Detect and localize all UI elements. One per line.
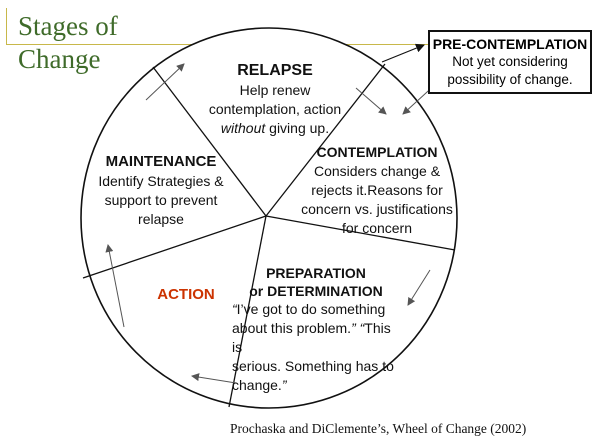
title-accent-vertical: [6, 8, 7, 44]
divider-relapse-maintenance: [152, 66, 267, 217]
preparation-quote-open: “: [232, 301, 237, 317]
citation: Prochaska and DiClemente’s, Wheel of Cha…: [230, 421, 527, 436]
precontemplation-box: PRE-CONTEMPLATION Not yet considering po…: [428, 30, 592, 94]
stage-preparation: PREPARATION or DETERMINATION “I’ve got t…: [232, 264, 400, 395]
stage-contemplation: CONTEMPLATION Considers change & rejects…: [298, 142, 456, 238]
divider-relapse-contemplation: [265, 63, 386, 217]
precontemplation-heading: PRE-CONTEMPLATION: [432, 36, 588, 52]
title-line-1: Stages of: [18, 11, 118, 41]
relapse-line-2: contemplation, action: [208, 101, 342, 117]
title-line-2: Change: [18, 44, 101, 74]
arrow-action-to-maintenance: [105, 244, 125, 328]
arrow-exit-to-precontemplation: [381, 43, 425, 63]
precontemplation-line-2: possibility of change.: [447, 72, 573, 87]
wheel-circle: [80, 27, 458, 409]
stage-maintenance: MAINTENANCE Identify Strategies & suppor…: [88, 152, 234, 229]
divider-contemplation-preparation: [265, 215, 456, 251]
maintenance-line-2: support to prevent: [104, 192, 218, 208]
divider-maintenance-action: [82, 215, 267, 279]
preparation-quote-line-4: change.”: [232, 376, 400, 395]
arrow-preparation-to-action: [191, 373, 237, 384]
contemplation-line-2: rejects it.Reasons for: [311, 182, 443, 198]
preparation-quote-mid: ” “: [351, 320, 365, 336]
relapse-line-1: Help renew: [239, 82, 311, 98]
preparation-quote-line-1: “I’ve got to do something: [232, 300, 400, 319]
maintenance-heading: MAINTENANCE: [105, 153, 217, 170]
relapse-line-3: without giving up.: [200, 119, 350, 138]
preparation-quote-text-1: I’ve got to do something: [236, 301, 386, 317]
stage-action: ACTION: [157, 286, 215, 303]
arrow-relapse-to-contemplation: [355, 87, 387, 115]
divider-action-preparation: [228, 215, 267, 408]
maintenance-line-1: Identify Strategies &: [98, 173, 224, 189]
preparation-quote-line-3: serious. Something has to: [232, 358, 394, 374]
arrow-contemplation-to-preparation: [407, 269, 431, 306]
precontemplation-line-1: Not yet considering: [452, 54, 568, 69]
relapse-heading: RELAPSE: [237, 62, 313, 79]
arrow-relapse-entry: [145, 63, 185, 101]
contemplation-line-3: concern vs. justifications: [301, 201, 453, 217]
relapse-line-3-italic: without: [220, 120, 266, 136]
preparation-heading-2: or DETERMINATION: [249, 283, 383, 299]
preparation-quote-close: ”: [281, 377, 287, 393]
preparation-quote-text-3: This is: [232, 320, 391, 355]
contemplation-line-4: for concern: [341, 220, 413, 236]
preparation-quote-text-4: change.: [232, 377, 282, 393]
preparation-quote-line-2: about this problem.” “This is: [232, 319, 400, 357]
page-title: Stages of Change: [18, 10, 118, 76]
preparation-quote-text-2: about this problem.: [232, 320, 352, 336]
maintenance-line-3: relapse: [138, 211, 184, 227]
preparation-heading-1: PREPARATION: [266, 265, 366, 281]
stage-relapse: RELAPSE Help renew contemplation, action…: [200, 60, 350, 138]
contemplation-heading: CONTEMPLATION: [316, 144, 438, 160]
contemplation-line-1: Considers change &: [313, 163, 441, 179]
relapse-line-3-rest: giving up.: [265, 120, 330, 136]
